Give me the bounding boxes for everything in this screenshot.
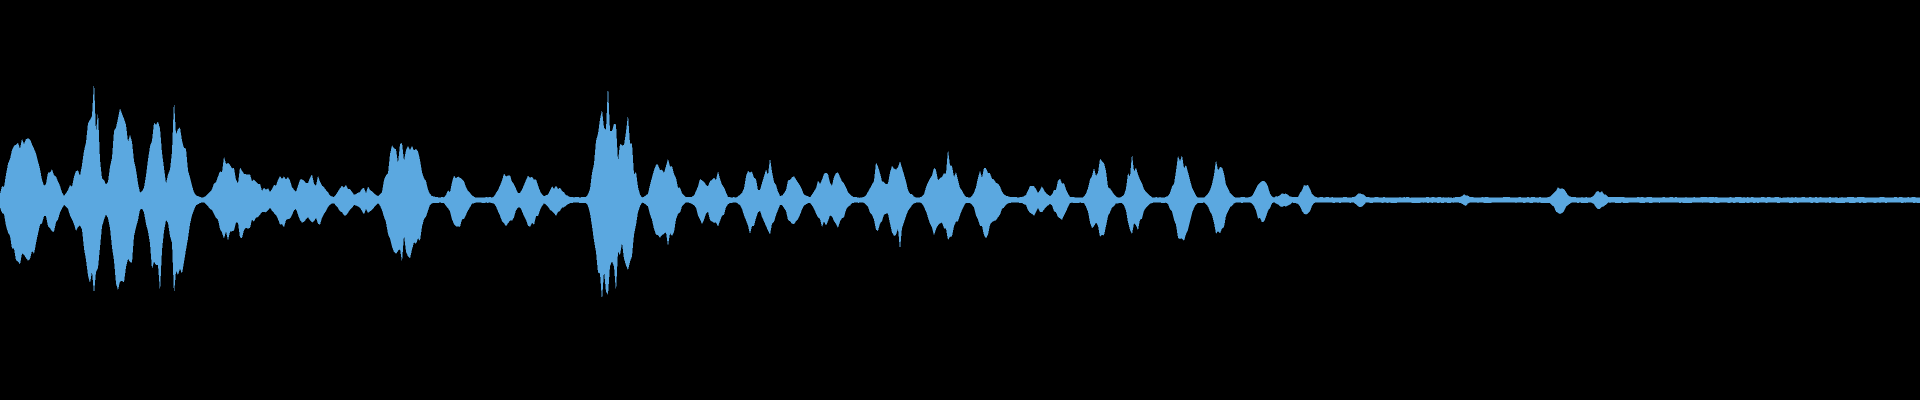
waveform-baseline (0, 199, 1920, 201)
waveform-envelope (0, 81, 1920, 301)
